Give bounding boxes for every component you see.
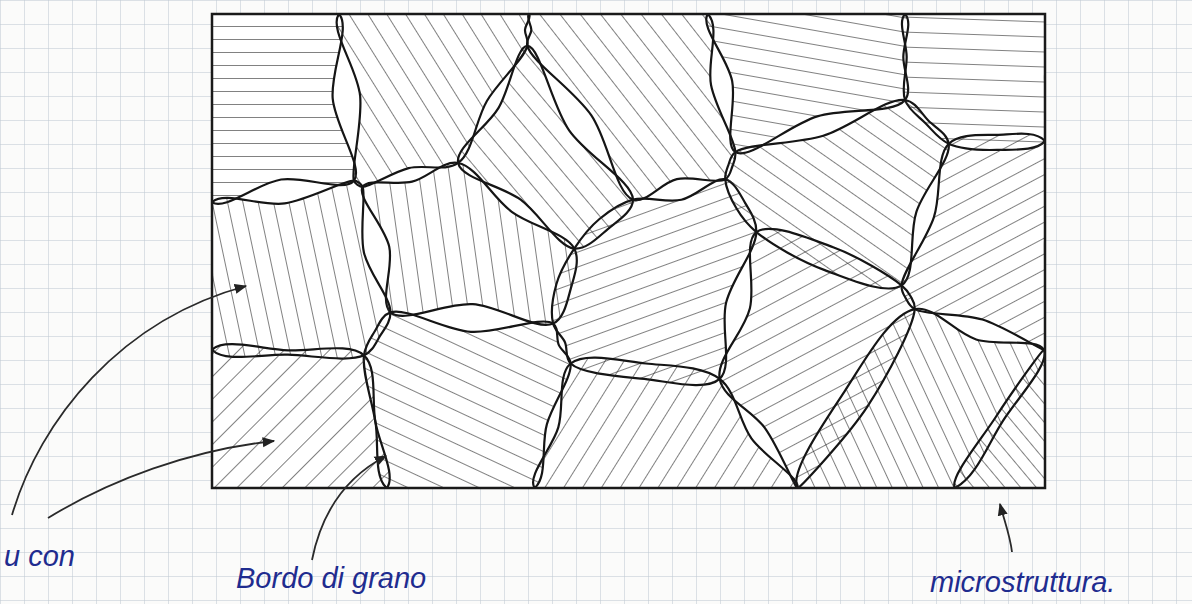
grain xyxy=(212,181,391,359)
specimen-frame xyxy=(212,14,1045,488)
grain xyxy=(212,14,356,204)
grain xyxy=(954,350,1045,488)
grain xyxy=(458,46,633,249)
leader-line xyxy=(312,456,386,560)
leader-lines xyxy=(12,286,1012,560)
leader-line xyxy=(1000,504,1012,552)
grain-label: u con xyxy=(4,540,75,572)
grain xyxy=(533,358,797,488)
boundary-label: Bordo di grano xyxy=(236,562,426,594)
leader-line xyxy=(48,441,274,518)
title-label: microstruttura. xyxy=(930,566,1115,598)
leader-line xyxy=(12,286,246,515)
grain-set xyxy=(212,14,1045,488)
grain xyxy=(212,344,390,488)
grain xyxy=(364,312,571,488)
